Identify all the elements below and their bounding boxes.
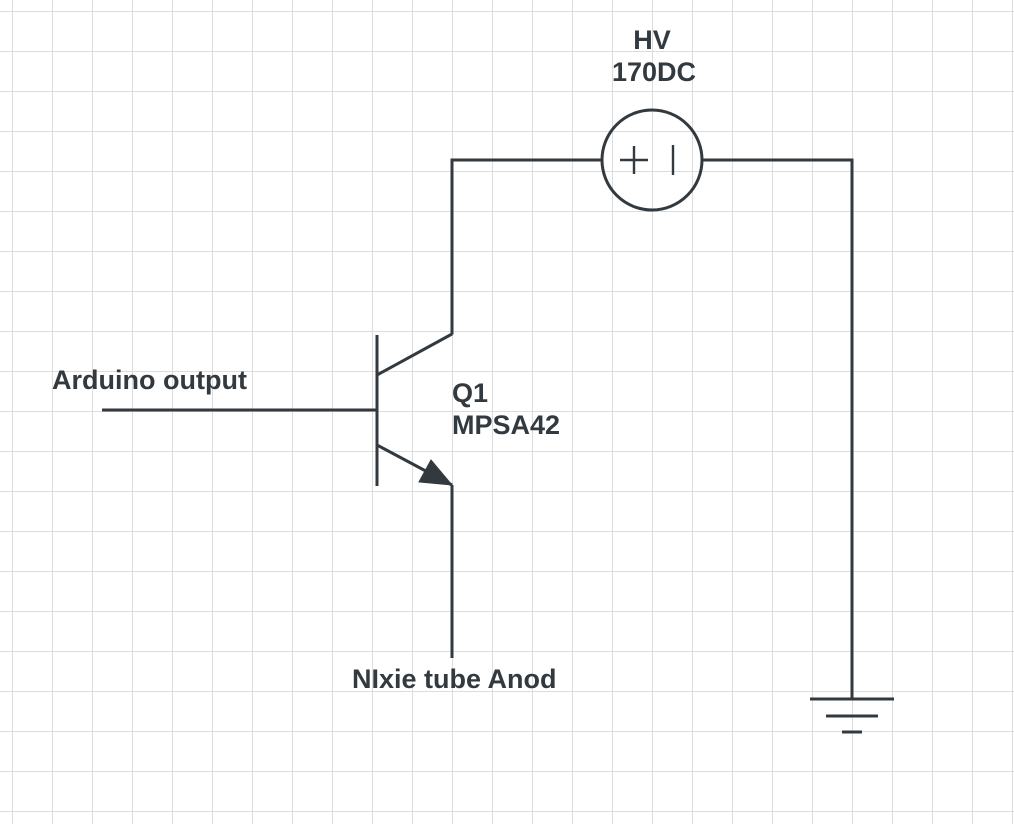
emitter-arrow-icon [418, 459, 454, 486]
collector-wire [450, 158, 604, 335]
collector-leg [376, 332, 453, 377]
transistor-part-number: MPSA42 [452, 410, 561, 441]
input-label: Arduino output [52, 365, 247, 395]
hv-voltage-source [600, 108, 704, 212]
transistor-reference: Q1 [452, 378, 489, 408]
ground-symbol [810, 697, 894, 734]
transistor-label: Q1 MPSA42 [452, 377, 560, 442]
hv-label-name: HV [633, 25, 671, 55]
npn-transistor-q1 [102, 332, 454, 658]
hv-label-voltage: 170DC [612, 57, 697, 88]
hv-label: HV 170DC [612, 24, 697, 89]
ground-return-wire [700, 158, 854, 701]
voltage-source-circle [600, 108, 704, 212]
output-label: NIxie tube Anod [352, 664, 557, 694]
